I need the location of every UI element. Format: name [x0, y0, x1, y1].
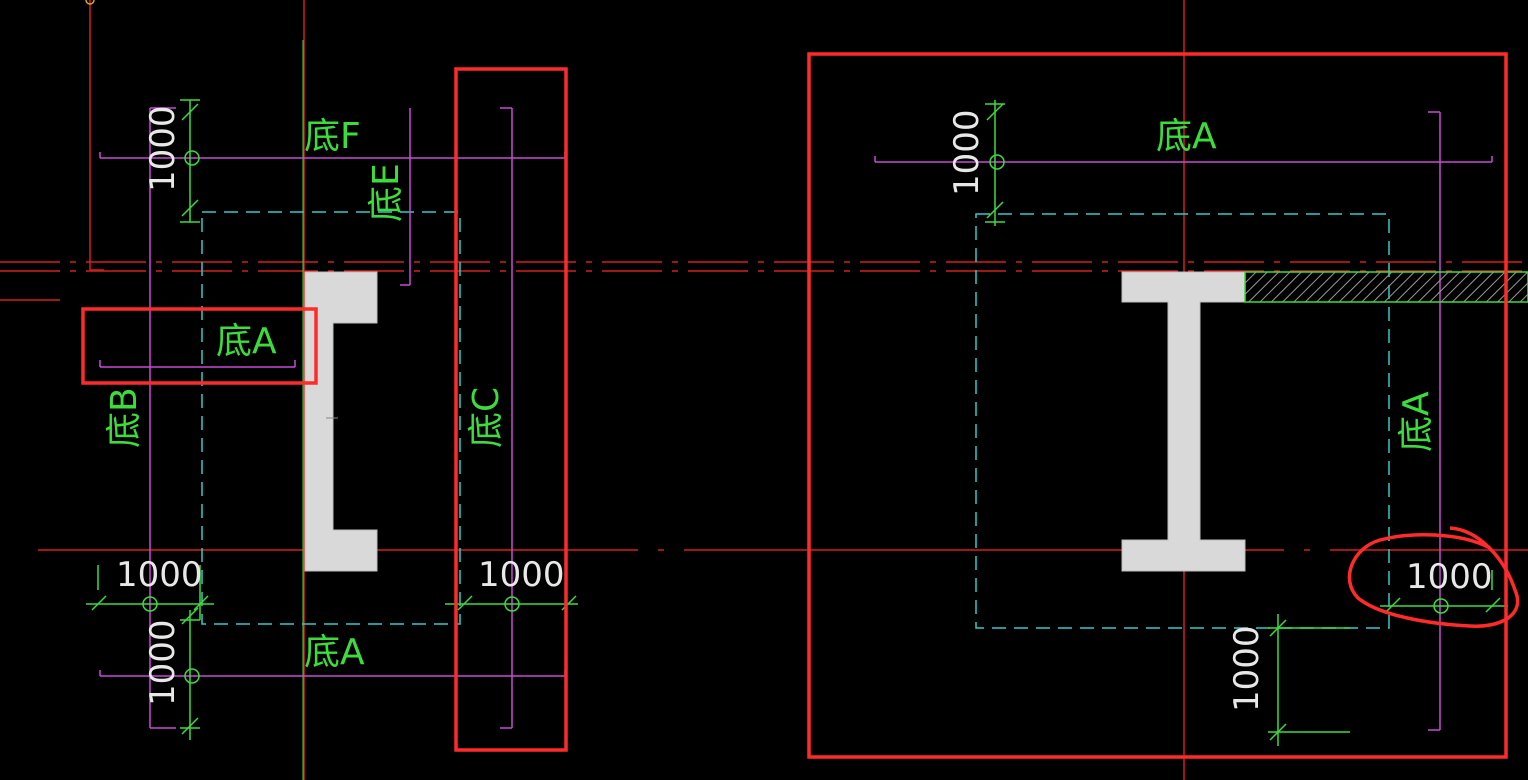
node-middle-bottom	[504, 596, 520, 612]
label-di-e: 底E	[366, 163, 407, 222]
label-di-a-left: 底A	[216, 321, 277, 362]
node-left-top	[184, 150, 200, 166]
magenta-rebar-right	[874, 111, 1493, 731]
right-foundation-outline	[975, 213, 1390, 629]
label-di-a-right-side: 底A	[1396, 391, 1437, 452]
magenta-rebar-left	[99, 107, 566, 729]
dim-middle-bottom-horizontal: 1000	[478, 555, 565, 595]
cyan-dashed-outlines	[201, 211, 1390, 629]
label-di-a-right-top: 底A	[1156, 116, 1217, 157]
label-di-c: 底C	[466, 387, 507, 448]
dim-left-bottom-vertical: 1000	[143, 619, 183, 706]
dimension-nodes	[142, 150, 1449, 684]
label-di-f: 底F	[304, 116, 361, 157]
dim-right-bottom-vertical: 1000	[1227, 625, 1267, 712]
label-di-b: 底B	[104, 387, 145, 448]
dim-right-top-vertical: 1000	[947, 109, 987, 196]
red-markup	[81, 52, 1520, 759]
node-right-bottom	[1433, 598, 1449, 614]
i-section-steel[interactable]	[1121, 271, 1246, 572]
node-right-top	[989, 154, 1005, 170]
markup-box-di-a[interactable]	[81, 307, 318, 385]
left-foundation-outline	[201, 211, 461, 625]
dim-left-top-vertical: 1000	[143, 105, 183, 192]
green-dimension-lines	[86, 99, 1508, 746]
markup-circle-dim[interactable]	[1347, 526, 1520, 628]
dim-right-bottom-horizontal: 1000	[1406, 557, 1493, 597]
markup-box-right-detail[interactable]	[807, 52, 1508, 759]
node-left-lower	[184, 668, 200, 684]
label-di-a-bottom: 底A	[304, 632, 365, 673]
axis-marker	[85, 0, 95, 5]
c-section-steel[interactable]	[304, 271, 378, 572]
node-left-bottom	[142, 596, 158, 612]
dim-left-bottom-horizontal: 1000	[116, 555, 203, 595]
hatched-wall-strip[interactable]	[1244, 271, 1528, 303]
markup-box-di-c[interactable]	[454, 67, 568, 752]
